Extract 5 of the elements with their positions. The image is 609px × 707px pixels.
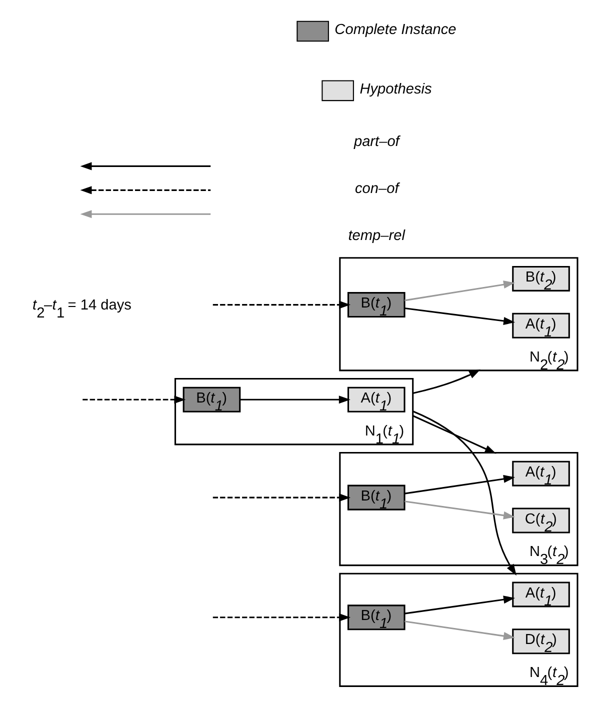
legend-label: temp–rel	[348, 228, 404, 244]
legend-label: Hypothesis	[359, 81, 432, 98]
legend-label: part–of	[353, 134, 399, 150]
legend-label: con–of	[354, 180, 398, 197]
legend-label: Complete Instance	[334, 22, 456, 38]
